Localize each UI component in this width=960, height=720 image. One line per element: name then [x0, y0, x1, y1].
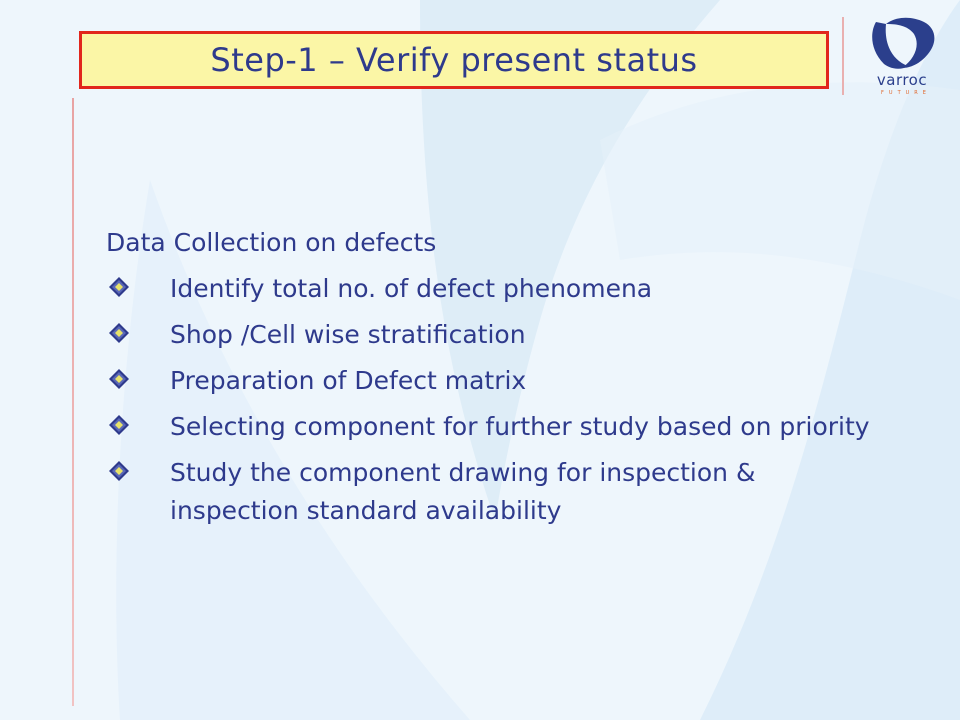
slide-title: Step-1 – Verify present status [210, 41, 698, 79]
diamond-bullet-icon [109, 277, 129, 297]
bullet-list: Identify total no. of defect phenomena S… [106, 270, 886, 530]
logo-wordmark: varroc [876, 71, 928, 89]
list-item: Identify total no. of defect phenomena [106, 270, 886, 308]
list-item: Preparation of Defect matrix [106, 362, 886, 400]
logo-tagline: FUTURE [881, 90, 931, 96]
diamond-bullet-icon [109, 415, 129, 435]
list-item: Selecting component for further study ba… [106, 408, 886, 446]
diamond-bullet-icon [109, 369, 129, 389]
section-heading: Data Collection on defects [106, 228, 437, 257]
bullet-text: Preparation of Defect matrix [170, 366, 527, 395]
left-divider [72, 98, 74, 706]
bullet-text: Shop /Cell wise stratification [170, 320, 526, 349]
logo-divider [842, 17, 844, 95]
varroc-logo-icon [872, 17, 935, 69]
bullet-text: Selecting component for further study ba… [170, 412, 870, 441]
diamond-bullet-icon [109, 461, 129, 481]
title-box: Step-1 – Verify present status [79, 31, 829, 89]
bullet-text: Study the component drawing for inspecti… [170, 458, 756, 525]
list-item: Shop /Cell wise stratification [106, 316, 886, 354]
bullet-text: Identify total no. of defect phenomena [170, 274, 653, 303]
diamond-bullet-icon [109, 323, 129, 343]
content-body: Data Collection on defects Identify tota… [106, 224, 886, 530]
list-item: Study the component drawing for inspecti… [106, 454, 886, 530]
varroc-logo: varroc FUTURE [862, 14, 948, 100]
